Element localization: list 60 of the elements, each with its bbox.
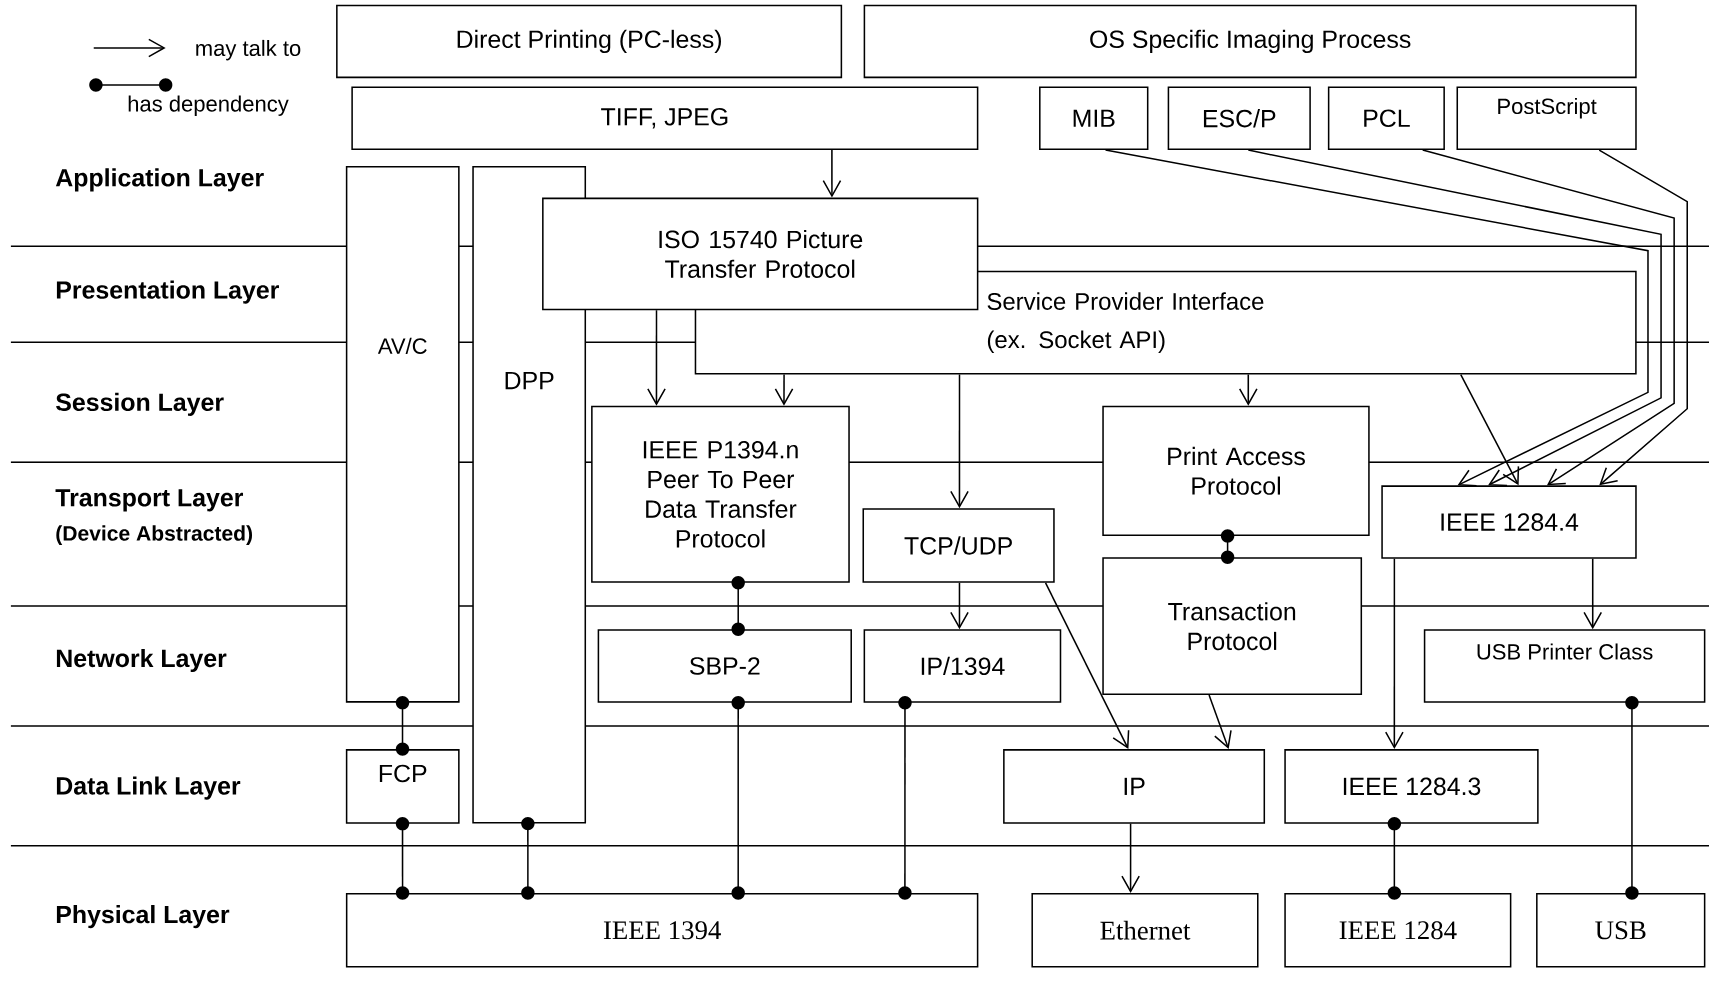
- layer-label: Presentation Layer: [56, 280, 279, 304]
- arrow: [1208, 694, 1232, 749]
- arrow: [1421, 149, 1675, 486]
- dependency-line: [1387, 816, 1402, 900]
- protocol-box: IEEE 1284.3: [1284, 748, 1539, 824]
- layer-label: (Device Abstracted): [56, 525, 252, 545]
- layer-label: Transport Layer: [55, 488, 243, 512]
- protocol-box: TIFF, JPEG: [351, 86, 979, 150]
- protocol-box: IEEE 1284: [1284, 892, 1512, 968]
- legend-text: has dependency: [128, 95, 289, 116]
- arrow: [1247, 149, 1662, 486]
- arrow: [822, 149, 842, 198]
- protocol-box: Direct Printing (PC-less): [336, 4, 843, 78]
- arrow: [1104, 149, 1649, 487]
- arrow: [950, 373, 969, 508]
- dependency-line: [521, 816, 535, 900]
- dependency-line: [731, 695, 745, 900]
- dependency-line: [1625, 695, 1639, 900]
- arrow: [1583, 557, 1603, 629]
- protocol-box: TCP/UDP: [862, 508, 1055, 583]
- layer-label: Session Layer: [56, 392, 224, 416]
- arrow: [950, 581, 969, 629]
- arrow: [1598, 149, 1688, 486]
- protocol-box: MIB: [1039, 86, 1149, 150]
- arrow: [1460, 373, 1520, 486]
- protocol-box: PostScript: [1456, 86, 1637, 150]
- protocol-box: IEEE P1394.n Peer To Peer Data Transfer Protocol: [591, 405, 850, 583]
- protocol-box: IEEE 1394: [345, 892, 979, 968]
- dependency-line: [1220, 528, 1235, 564]
- protocol-box: Print Access Protocol: [1102, 405, 1370, 536]
- arrow: [774, 373, 794, 406]
- arrow: [1238, 373, 1258, 406]
- protocol-box: ISO 15740 Picture Transfer Protocol: [542, 197, 979, 311]
- protocol-box: Ethernet: [1031, 892, 1259, 968]
- protocol-box: USB: [1536, 892, 1706, 968]
- protocol-box: SBP-2: [597, 629, 852, 703]
- protocol-box: ESC/P: [1167, 86, 1311, 150]
- legend-text: may talk to: [196, 39, 301, 61]
- arrow: [647, 309, 666, 406]
- arrow: [1121, 822, 1140, 893]
- arrow: [1044, 581, 1130, 749]
- dependency-line: [898, 695, 912, 900]
- dependency-line: [731, 575, 745, 636]
- protocol-box: IP: [1003, 748, 1266, 824]
- layer-label: Network Layer: [56, 648, 227, 672]
- protocol-box: PCL: [1327, 86, 1445, 150]
- protocol-box: OS Specific Imaging Process: [863, 4, 1637, 78]
- protocol-box: IEEE 1284.4: [1381, 485, 1637, 559]
- layer-label: Application Layer: [55, 168, 264, 192]
- protocol-box: IP/1394: [863, 629, 1062, 703]
- protocol-box: FCP: [345, 748, 460, 824]
- protocol-box: USB Printer Class: [1423, 629, 1706, 703]
- protocol-box: AV/C: [345, 165, 460, 703]
- dependency-line: [395, 816, 410, 900]
- protocol-box: Transaction Protocol: [1102, 557, 1363, 695]
- layer-label: Physical Layer: [56, 904, 230, 928]
- dependency-line: [395, 695, 410, 756]
- arrow: [1385, 557, 1404, 749]
- protocol-box: DPP: [472, 165, 587, 824]
- layer-label: Data Link Layer: [56, 776, 241, 800]
